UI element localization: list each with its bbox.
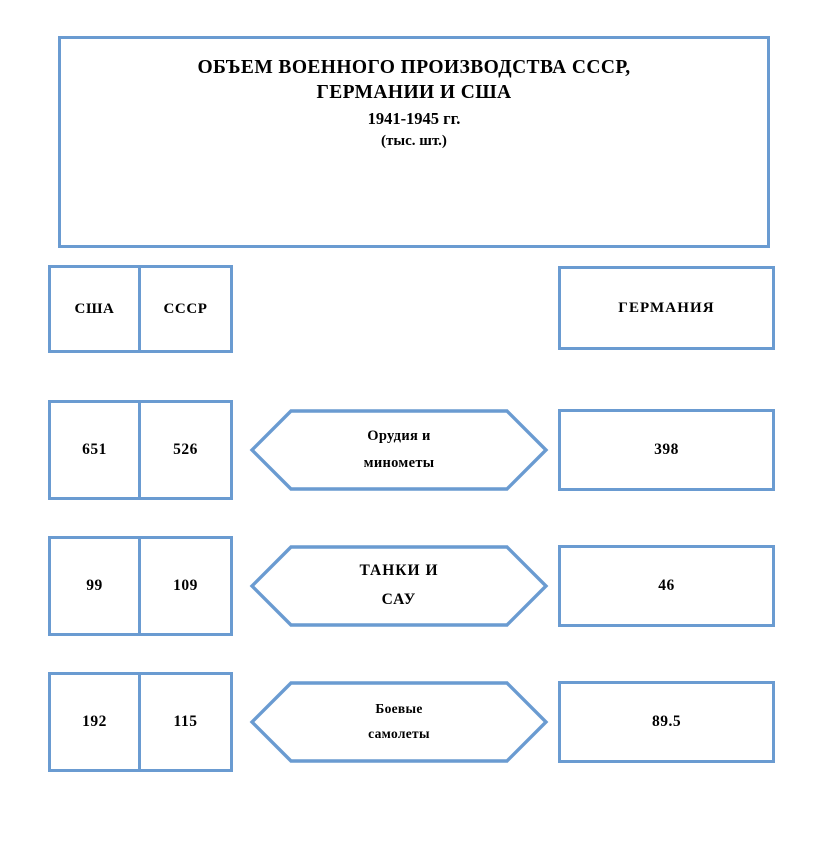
header-germany-label: ГЕРМАНИЯ — [618, 299, 715, 316]
cell-germany-value-3: 89.5 — [651, 713, 682, 730]
hexagon-shape-icon — [249, 681, 549, 763]
cell-germany-value-1: 398 — [654, 441, 679, 458]
cell-usa-value-2: 99 — [86, 577, 103, 594]
hexagon-shape-icon — [249, 409, 549, 491]
table-row: 192 — [48, 672, 141, 772]
table-row: 89.5 — [558, 681, 775, 763]
table-row: 651 — [48, 400, 141, 500]
table-row: 526 — [138, 400, 233, 500]
title-units-text: (тыс. шт.) — [381, 133, 447, 150]
category-hexagon-3: Боевые самолеты — [249, 680, 549, 764]
header-germany: ГЕРМАНИЯ — [558, 266, 775, 350]
title-years-text: 1941-1945 гг. — [367, 108, 461, 128]
cell-usa-value-1: 651 — [82, 441, 107, 458]
title-main-text: ОБЪЕМ ВОЕННОГО ПРОИЗВОДСТВА СССР, ГЕРМАН… — [197, 57, 631, 104]
title-box: ОБЪЕМ ВОЕННОГО ПРОИЗВОДСТВА СССР, ГЕРМАН… — [58, 36, 770, 248]
header-usa: США — [48, 265, 141, 353]
table-row: 115 — [138, 672, 233, 772]
cell-ussr-value-2: 109 — [173, 577, 198, 594]
header-ussr: СССР — [138, 265, 233, 353]
table-row: 46 — [558, 545, 775, 627]
title-inner: ОБЪЕМ ВОЕННОГО ПРОИЗВОДСТВА СССР, ГЕРМАН… — [61, 55, 767, 152]
cell-ussr-value-3: 115 — [173, 713, 198, 730]
category-hexagon-2: ТАНКИ И САУ — [249, 544, 549, 628]
table-row: 99 — [48, 536, 141, 636]
table-row: 109 — [138, 536, 233, 636]
header-ussr-label: СССР — [163, 300, 208, 317]
cell-usa-value-3: 192 — [82, 713, 107, 730]
table-row: 398 — [558, 409, 775, 491]
cell-ussr-value-1: 526 — [173, 441, 198, 458]
header-usa-label: США — [74, 300, 115, 317]
cell-germany-value-2: 46 — [658, 577, 675, 594]
hexagon-shape-icon — [249, 545, 549, 627]
category-hexagon-1: Орудия и минометы — [249, 408, 549, 492]
